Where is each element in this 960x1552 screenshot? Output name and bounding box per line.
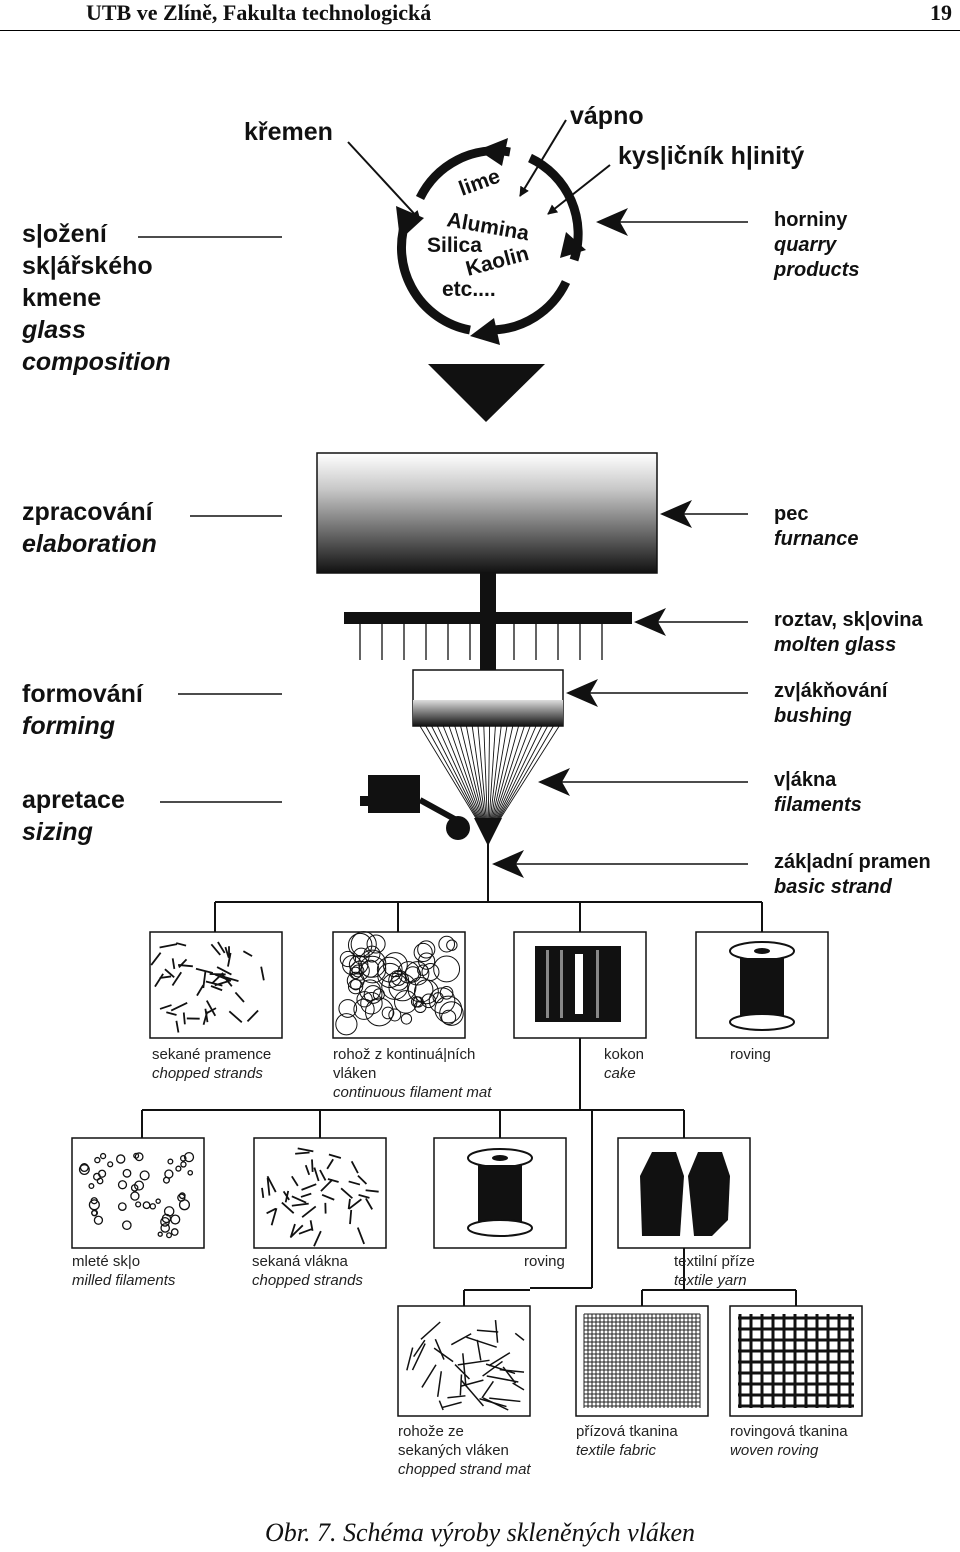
label-filaments: v|ákna filaments	[774, 769, 862, 816]
caption-roving-2: roving	[524, 1253, 565, 1270]
caption-cake: kokon cake	[604, 1046, 645, 1082]
raw-material-cycle: lime Alumina Silica Kaolin etc....	[396, 138, 586, 345]
label-sizing: apretace sizing	[22, 786, 125, 846]
sizing-applicator	[360, 775, 470, 840]
caption-woven-roving: rovingová tkanina woven roving	[730, 1423, 848, 1459]
cycle-item-lime: lime	[456, 165, 503, 201]
label-elaboration: zpracování elaboration	[22, 498, 157, 558]
figure-caption: Obr. 7. Schéma výroby skleněných vláken	[264, 1518, 696, 1547]
product-box-chopped-fibers	[253, 1137, 387, 1249]
caption-roving: roving	[730, 1046, 771, 1063]
molten-glass-channel	[344, 612, 632, 624]
label-forming: formování forming	[22, 680, 143, 740]
label-vapno: vápno	[570, 102, 644, 130]
label-bushing: zv|ákňování bushing	[774, 680, 888, 727]
roving-spool-icon-2	[467, 1148, 533, 1237]
filaments	[419, 725, 560, 846]
furnace	[316, 452, 658, 574]
label-kyslicnik: kys|ičník h|initý	[618, 142, 805, 170]
caption-textile-fabric: přízová tkanina textile fabric	[576, 1423, 678, 1459]
label-strand: zák|adní pramen basic strand	[774, 851, 931, 898]
caption-chopped-strands: sekané pramence chopped strands	[152, 1046, 272, 1082]
cycle-item-silica: Silica	[427, 234, 482, 257]
page-number: 19	[930, 0, 952, 25]
label-kremen: křemen	[244, 118, 333, 146]
caption-chopped-strand-mat: rohože ze sekaných vláken chopped strand…	[398, 1423, 531, 1478]
roving-spool-icon	[729, 941, 795, 1031]
product-box-textile-yarn	[617, 1137, 751, 1249]
caption-milled: mleté sk|o milled filaments	[72, 1253, 176, 1289]
caption-continuous-mat: rohož z kontinuá|ních vláken continuous …	[333, 1046, 492, 1101]
caption-textile-yarn: textilní příze textile yarn	[674, 1253, 755, 1289]
label-furnace: pec furnance	[774, 503, 859, 550]
label-quarry: horniny quarry products	[774, 209, 860, 281]
feed-triangle	[428, 364, 545, 422]
page-header: UTB ve Zlíně, Fakulta technologická 19	[0, 0, 960, 31]
cake-icon	[535, 946, 621, 1022]
label-composition: s|ožení sk|ářského kmene glass compositi…	[22, 220, 171, 376]
cycle-item-etc: etc....	[442, 278, 496, 301]
label-molten: roztav, sk|ovina molten glass	[774, 609, 923, 656]
header-title: UTB ve Zlíně, Fakulta technologická	[86, 0, 432, 25]
textile-yarn-icon	[640, 1152, 730, 1236]
caption-chopped-fibers: sekaná vlákna chopped strands	[252, 1253, 363, 1289]
